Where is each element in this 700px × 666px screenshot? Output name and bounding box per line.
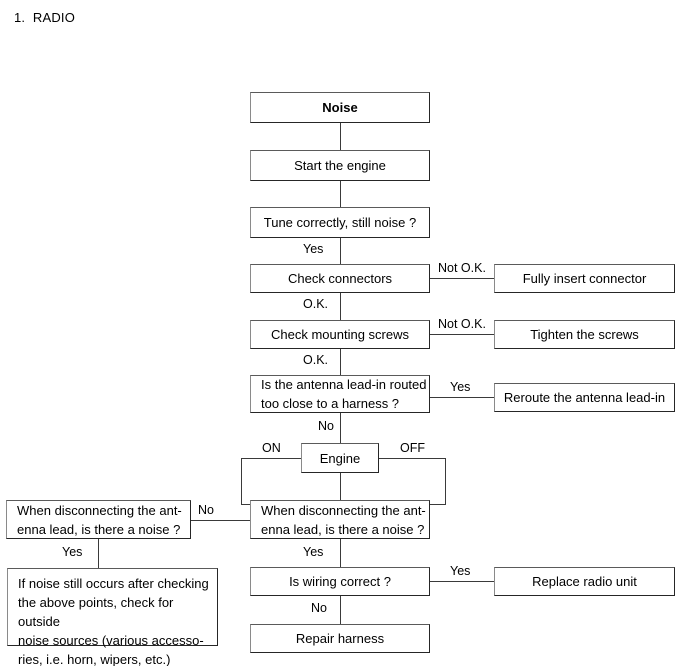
edge-wiring-to-repair-harness <box>340 596 341 624</box>
edge-antenna-to-reroute <box>430 397 494 398</box>
node-noise[interactable]: Noise <box>250 92 430 123</box>
edge-label-yes-right-disconnect: Yes <box>303 545 324 559</box>
node-start-the-engine-label: Start the engine <box>294 158 386 173</box>
node-is-wiring-correct-label: Is wiring correct ? <box>289 574 391 589</box>
node-outside-noise-sources[interactable]: If noise still occurs after checking the… <box>7 568 218 666</box>
edge-label-off-engine: OFF <box>400 441 425 455</box>
node-disconnect-antenna-left[interactable]: When disconnecting the ant- enna lead, i… <box>6 500 191 539</box>
edge-label-yes-antenna: Yes <box>450 380 471 394</box>
edge-label-no-antenna: No <box>318 419 334 433</box>
node-engine-label: Engine <box>319 450 361 466</box>
node-reroute-antenna-lead-in[interactable]: Reroute the antenna lead-in <box>494 383 675 412</box>
node-replace-radio-unit[interactable]: Replace radio unit <box>494 567 675 596</box>
edge-label-on-engine: ON <box>262 441 281 455</box>
node-check-mounting-screws-label: Check mounting screws <box>271 327 409 342</box>
edge-engine-off-into-box <box>430 504 446 505</box>
node-engine[interactable]: Engine <box>301 443 379 473</box>
edge-engine-on-vertical <box>241 458 242 504</box>
node-disconnect-antenna-left-label: When disconnecting the ant- enna lead, i… <box>17 502 182 537</box>
edge-engine-on-into-box <box>241 504 251 505</box>
edge-label-notok-screws: Not O.K. <box>438 317 486 331</box>
edge-engine-to-disconnect <box>340 473 341 500</box>
node-start-the-engine[interactable]: Start the engine <box>250 150 430 181</box>
edge-start-to-tune <box>340 181 341 207</box>
node-fully-insert-connector-label: Fully insert connector <box>522 271 647 286</box>
node-disconnect-antenna-right-label: When disconnecting the ant- enna lead, i… <box>261 502 426 537</box>
node-noise-label: Noise <box>322 100 358 115</box>
edge-label-ok-connectors: O.K. <box>303 297 329 311</box>
edge-engine-off-horizontal <box>379 458 445 459</box>
edge-label-yes-tune: Yes <box>303 242 324 256</box>
edge-right-disconnect-to-wiring <box>340 539 341 567</box>
node-check-mounting-screws[interactable]: Check mounting screws <box>250 320 430 349</box>
node-repair-harness-label: Repair harness <box>295 631 385 646</box>
edge-screws-to-tighten <box>430 334 494 335</box>
edge-label-ok-screws: O.K. <box>303 353 329 367</box>
edge-label-no-disconnect: No <box>198 503 214 517</box>
node-antenna-lead-in-routed-label: Is the antenna lead-in routed too close … <box>261 377 427 411</box>
edge-label-notok-connectors: Not O.K. <box>438 261 486 275</box>
node-antenna-lead-in-routed[interactable]: Is the antenna lead-in routed too close … <box>250 375 430 413</box>
node-check-connectors[interactable]: Check connectors <box>250 264 430 293</box>
edge-noise-to-start <box>340 123 341 150</box>
node-tune-correctly-label: Tune correctly, still noise ? <box>263 215 417 230</box>
edge-left-disconnect-to-outside-noise <box>98 539 99 568</box>
node-repair-harness[interactable]: Repair harness <box>250 624 430 653</box>
edge-antenna-to-engine <box>340 413 341 443</box>
node-disconnect-antenna-right[interactable]: When disconnecting the ant- enna lead, i… <box>250 500 430 539</box>
edge-tune-to-connectors <box>340 238 341 264</box>
node-is-wiring-correct[interactable]: Is wiring correct ? <box>250 567 430 596</box>
edge-label-yes-wiring: Yes <box>450 564 471 578</box>
node-reroute-antenna-lead-in-label: Reroute the antenna lead-in <box>503 390 666 405</box>
node-check-connectors-label: Check connectors <box>287 271 393 286</box>
edge-label-yes-left-disconnect: Yes <box>62 545 83 559</box>
edge-engine-on-horizontal <box>241 458 301 459</box>
node-outside-noise-sources-label: If noise still occurs after checking the… <box>18 576 209 666</box>
edge-label-no-wiring: No <box>311 601 327 615</box>
node-tighten-the-screws-label: Tighten the screws <box>530 327 639 342</box>
edge-engine-off-vertical <box>445 458 446 504</box>
node-replace-radio-unit-label: Replace radio unit <box>532 574 637 589</box>
edge-wiring-to-replace-radio <box>430 581 494 582</box>
node-fully-insert-connector[interactable]: Fully insert connector <box>494 264 675 293</box>
node-tighten-the-screws[interactable]: Tighten the screws <box>494 320 675 349</box>
edge-connectors-to-screws <box>340 293 341 320</box>
edge-connectors-to-fully-insert <box>430 278 494 279</box>
node-tune-correctly[interactable]: Tune correctly, still noise ? <box>250 207 430 238</box>
edge-screws-to-antenna <box>340 349 341 375</box>
edge-disconnect-no-link <box>191 520 250 521</box>
page-title: 1. RADIO <box>14 10 76 25</box>
